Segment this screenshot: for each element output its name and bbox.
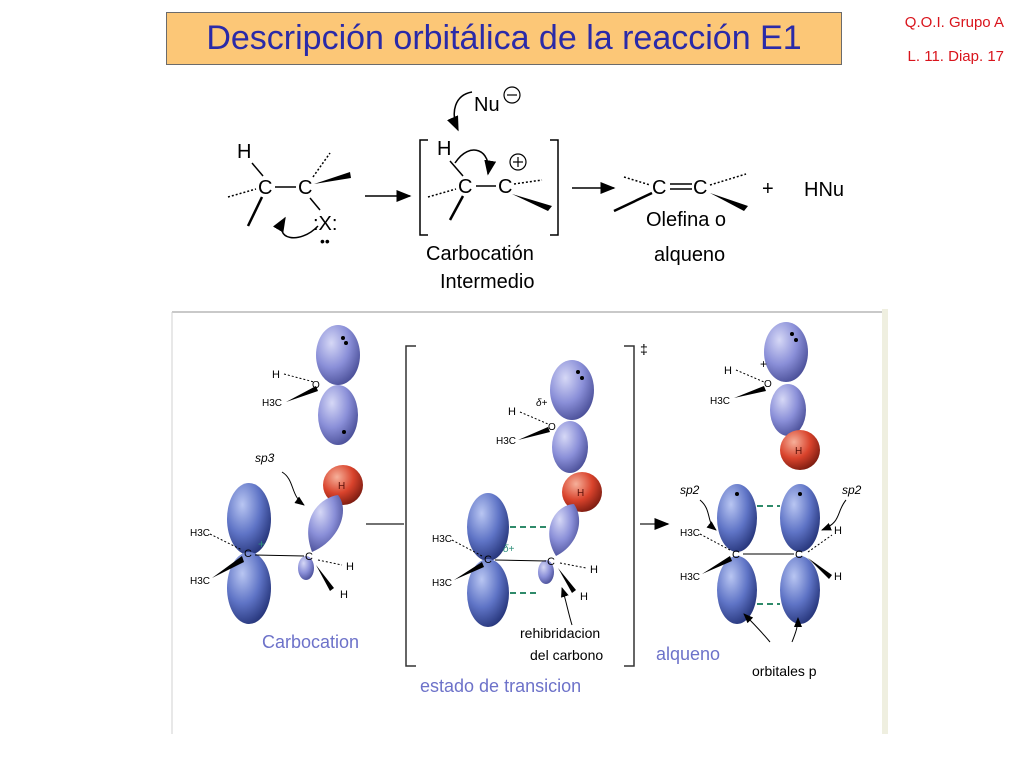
orbital-panel xyxy=(172,309,888,734)
plus-sign: + xyxy=(762,178,774,200)
atom-h: H xyxy=(580,591,588,603)
methyl-label: H3C xyxy=(432,578,452,589)
svg-text:+: + xyxy=(258,537,265,551)
methyl-label: H3C xyxy=(680,528,700,539)
page-title: Descripción orbitálica de la reacción E1 xyxy=(206,19,802,57)
course-group: Q.O.I. Grupo A xyxy=(904,14,1004,31)
product-label-1: Olefina o xyxy=(646,209,726,231)
svg-text:+: + xyxy=(760,357,767,371)
orbital-diagram: H H3C O sp3 H + C C H3C H3C xyxy=(171,311,882,734)
carbocation-label-2: Intermedio xyxy=(440,271,535,293)
double-dagger: ‡ xyxy=(640,341,648,357)
course-info: Q.O.I. Grupo A L. 11. Diap. 17 xyxy=(905,6,1004,74)
byproduct: HNu xyxy=(804,179,844,201)
atom-c2: C xyxy=(498,176,512,198)
slide-reference: L. 11. Diap. 17 xyxy=(907,48,1004,65)
carbocation-label-1: Carbocatión xyxy=(426,243,534,265)
sp2-label: sp2 xyxy=(842,483,862,497)
atom-h: H xyxy=(272,369,280,381)
svg-text:O: O xyxy=(548,422,556,433)
atom-c2: C xyxy=(298,177,312,199)
atom-h: H xyxy=(590,564,598,576)
atom-h: H xyxy=(724,365,732,377)
transition-state: ‡ δ+ H H3C O H δ+ C C H3C H3C xyxy=(405,341,648,696)
svg-text:O: O xyxy=(764,379,772,390)
carbocation-orbitals: H H3C O sp3 H + C C H3C H3C xyxy=(190,325,363,652)
carbocation-intermediate: H C C Nu Carbocatión Intermedio xyxy=(419,86,559,293)
atom-h: H xyxy=(437,138,451,160)
reaction-scheme: H C C :X: •• H C C xyxy=(227,86,844,293)
svg-text:••: •• xyxy=(320,233,330,249)
atom-c1: C xyxy=(458,176,472,198)
nucleophile: Nu xyxy=(474,94,500,116)
delta-plus: δ+ xyxy=(503,544,515,555)
leaving-group: :X: xyxy=(313,213,337,235)
methyl-label: H3C xyxy=(190,528,210,539)
atom-c2: C xyxy=(693,177,707,199)
svg-text:H: H xyxy=(338,481,345,492)
methyl-label: H3C xyxy=(262,398,282,409)
atom-h: H xyxy=(346,561,354,573)
methyl-label: H3C xyxy=(432,534,452,545)
svg-text:C: C xyxy=(547,556,555,568)
atom-h: H xyxy=(237,141,251,163)
svg-text:C: C xyxy=(305,551,313,563)
atom-h: H xyxy=(340,589,348,601)
svg-text:O: O xyxy=(312,380,320,391)
sp2-label: sp2 xyxy=(680,483,700,497)
atom-h: H xyxy=(508,406,516,418)
svg-text:C: C xyxy=(244,548,252,560)
title-box: Descripción orbitálica de la reacción E1 xyxy=(166,12,842,65)
atom-c1: C xyxy=(652,177,666,199)
rehybridization-label-2: del carbono xyxy=(530,647,603,663)
substrate-molecule: H C C :X: •• xyxy=(227,141,351,249)
atom-h: H xyxy=(834,571,842,583)
methyl-label: H3C xyxy=(496,436,516,447)
alkene-product: C C Olefina o alqueno + HNu xyxy=(613,173,844,266)
atom-c1: C xyxy=(258,177,272,199)
svg-text:H: H xyxy=(577,488,584,499)
methyl-label: H3C xyxy=(710,396,730,407)
methyl-label: H3C xyxy=(680,572,700,583)
carbocation-caption: Carbocation xyxy=(262,632,359,652)
product-label-2: alqueno xyxy=(654,244,725,266)
methyl-label: H3C xyxy=(190,576,210,587)
rehybridization-label-1: rehibridacion xyxy=(520,625,600,641)
svg-text:C: C xyxy=(732,549,740,561)
svg-text:C: C xyxy=(795,549,803,561)
p-orbitals-label: orbitales p xyxy=(752,663,817,679)
sp3-label: sp3 xyxy=(255,451,275,465)
svg-text:C: C xyxy=(484,554,492,566)
transition-state-caption: estado de transicion xyxy=(420,676,581,696)
atom-h: H xyxy=(834,525,842,537)
alkene-orbitals: H H H3C O + C C H3C H3C H H sp2 xyxy=(656,322,862,679)
delta-plus: δ+ xyxy=(536,398,548,409)
alkene-caption: alqueno xyxy=(656,644,720,664)
svg-text:H: H xyxy=(795,446,802,457)
